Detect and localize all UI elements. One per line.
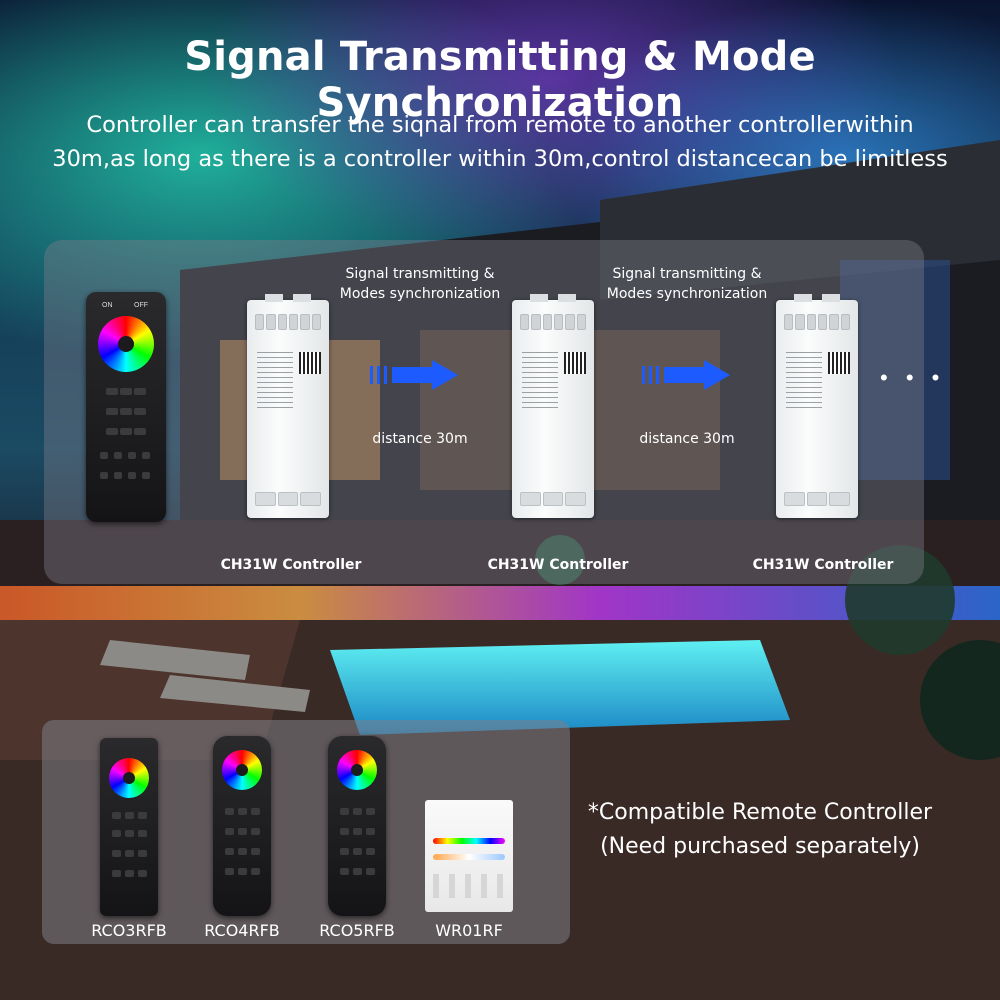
remote-on-label: ON [102,302,113,309]
remote-off-label: OFF [134,302,148,309]
model-label-3: RCO5RFB [319,921,395,940]
main-remote: ON OFF [86,292,166,522]
controller-3 [776,294,858,518]
subtitle-line-2: 30m,as long as there is a controller wit… [52,146,948,172]
model-label-4: WR01RF [435,921,503,940]
page-subtitle: Controller can transfer the siqnal from … [40,108,960,176]
color-wheel-icon [222,750,262,790]
controller-1 [247,294,329,518]
link-label-1: Signal transmitting & Modes synchronizat… [339,266,501,302]
page-title: Signal Transmitting & Mode Synchronizati… [184,34,816,126]
controller-label-3: CH31W Controller [752,557,894,573]
link-label-2: Signal transmitting & Modes synchronizat… [606,266,768,302]
compatible-subnote: (Need purchased separately) [600,834,920,859]
remote-rco4rfb [213,736,271,916]
color-wheel-icon [98,316,154,372]
subtitle-line-1: Controller can transfer the siqnal from … [86,112,914,138]
controller-label-1: CH31W Controller [220,557,362,573]
distance-label-2: distance 30m [639,431,735,447]
wall-panel-wr01rf [425,800,513,912]
qr-code-icon [564,352,586,374]
compatible-note: *Compatible Remote Controller (Need purc… [570,796,950,864]
remote-rco3rfb [100,738,158,916]
right-arrow-icon [642,360,730,390]
remote-rco5rfb [328,736,386,916]
controller-2 [512,294,594,518]
color-wheel-icon [337,750,377,790]
model-label-2: RCO4RFB [204,921,280,940]
distance-label-1: distance 30m [372,431,468,447]
qr-code-icon [299,352,321,374]
qr-code-icon [828,352,850,374]
compatible-heading: *Compatible Remote Controller [587,800,933,825]
controller-label-2: CH31W Controller [487,557,629,573]
right-arrow-icon [370,360,458,390]
color-wheel-icon [109,758,149,798]
color-strip-icon [433,838,505,844]
model-label-1: RCO3RFB [91,921,167,940]
ellipsis: • • • [880,365,946,390]
